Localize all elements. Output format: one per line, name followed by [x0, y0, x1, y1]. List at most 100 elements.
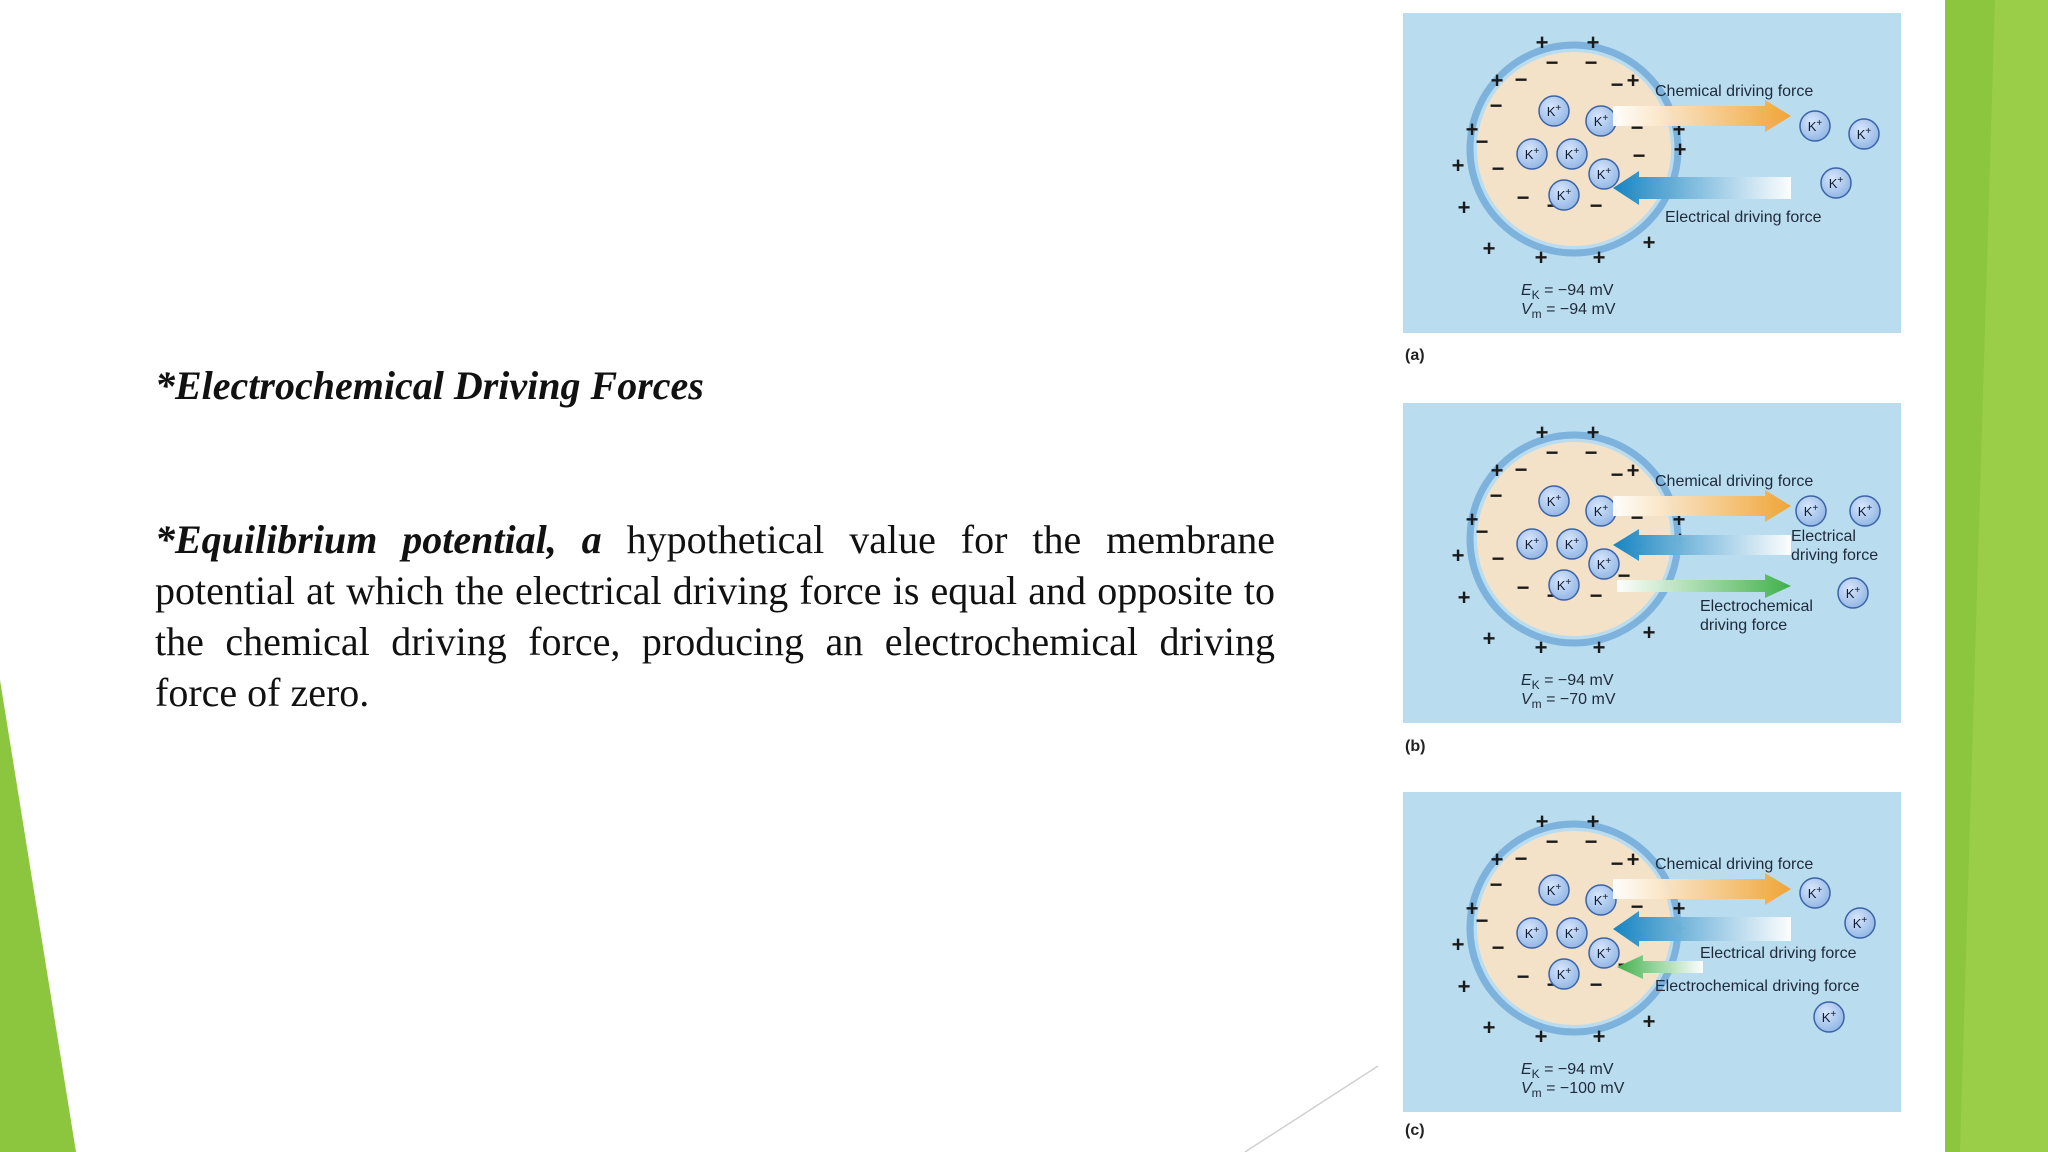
positive-charge-sign: +: [1535, 1024, 1548, 1049]
electrochemical-force-label: Electrochemical: [1700, 598, 1813, 615]
chemical-force-arrow: [1613, 873, 1791, 905]
negative-charge-sign: −: [1590, 193, 1603, 218]
negative-charge-sign: −: [1611, 851, 1624, 876]
right-green-accent-light: [1960, 0, 2048, 1152]
potassium-ion-label: K+: [1557, 187, 1572, 203]
negative-charge-sign: −: [1611, 72, 1624, 97]
potassium-ion-label: K+: [1547, 493, 1562, 509]
negative-charge-sign: −: [1515, 846, 1528, 871]
negative-charge-sign: −: [1490, 93, 1503, 118]
potassium-ion: K+: [1585, 105, 1617, 137]
negative-charge-sign: −: [1515, 67, 1528, 92]
ek-value: EK = −94 mV: [1521, 282, 1614, 302]
potassium-ion-label: K+: [1858, 503, 1873, 519]
potassium-ion: K+: [1538, 95, 1570, 127]
chemical-force-label: Chemical driving force: [1655, 83, 1813, 100]
negative-charge-sign: −: [1585, 50, 1598, 75]
positive-charge-sign: +: [1673, 896, 1686, 921]
potassium-ion-label: K+: [1525, 536, 1540, 552]
potassium-ion: K+: [1516, 917, 1548, 949]
electrical-force-label: Electrical driving force: [1700, 945, 1857, 962]
negative-charge-sign: −: [1633, 143, 1646, 168]
definition-lead: *Equilibrium potential, a: [155, 517, 602, 562]
potassium-ion-label: K+: [1853, 915, 1868, 931]
panel-label-b: (b): [1405, 738, 1426, 755]
positive-charge-sign: +: [1643, 620, 1656, 645]
cell-membrane: [1466, 41, 1682, 257]
potassium-ion-label: K+: [1594, 892, 1609, 908]
positive-charge-sign: +: [1458, 974, 1471, 999]
potassium-ion-label: K+: [1525, 925, 1540, 941]
negative-charge-sign: −: [1517, 964, 1530, 989]
potassium-ion-label: K+: [1594, 113, 1609, 129]
potassium-ion-label: K+: [1829, 175, 1844, 191]
negative-charge-sign: −: [1517, 185, 1530, 210]
positive-charge-sign: +: [1452, 932, 1465, 957]
potassium-ion: K+: [1548, 958, 1580, 990]
positive-charge-sign: +: [1452, 153, 1465, 178]
electrical-force-arrow: [1613, 529, 1791, 561]
vm-value: Vm = −100 mV: [1521, 1080, 1625, 1100]
positive-charge-sign: +: [1466, 117, 1479, 142]
definition-paragraph: *Equilibrium potential, a hypothetical v…: [155, 514, 1275, 718]
potassium-ion: K+: [1585, 884, 1617, 916]
electrical-force-arrow: [1613, 171, 1791, 205]
vm-value: Vm = −94 mV: [1521, 301, 1616, 321]
potassium-ion: K+: [1849, 495, 1881, 527]
positive-charge-sign: +: [1587, 809, 1600, 834]
positive-charge-sign: +: [1458, 195, 1471, 220]
potassium-ion-label: K+: [1597, 556, 1612, 572]
potassium-ion: K+: [1848, 118, 1880, 150]
negative-charge-sign: −: [1490, 483, 1503, 508]
negative-charge-sign: −: [1546, 829, 1559, 854]
potassium-ion-label: K+: [1804, 503, 1819, 519]
negative-charge-sign: −: [1476, 129, 1489, 154]
potassium-ion-label: K+: [1557, 577, 1572, 593]
electrochemical-force-label: Electrochemical driving force: [1655, 978, 1860, 995]
negative-charge-sign: −: [1492, 935, 1505, 960]
negative-charge-sign: −: [1631, 894, 1644, 919]
slide-heading: *Electrochemical Driving Forces: [155, 363, 704, 408]
membrane-diagram-b: −−−−−−−−−−−−−+++++++++++++K+K+K+K+K+K+Ch…: [1403, 403, 1901, 723]
potassium-ion: K+: [1837, 577, 1869, 609]
ek-value: EK = −94 mV: [1521, 672, 1614, 692]
definition-body: hypothetical value for the membrane pote…: [155, 517, 1275, 715]
potassium-ion: K+: [1844, 907, 1876, 939]
potassium-ion: K+: [1516, 528, 1548, 560]
positive-charge-sign: +: [1593, 1024, 1606, 1049]
electrical-force-label-line2: driving force: [1791, 547, 1878, 564]
positive-charge-sign: +: [1535, 635, 1548, 660]
potassium-ion-label: K+: [1597, 166, 1612, 182]
potassium-ion: K+: [1516, 138, 1548, 170]
negative-charge-sign: −: [1590, 583, 1603, 608]
diagram-panel-b: −−−−−−−−−−−−−+++++++++++++K+K+K+K+K+K+Ch…: [1403, 403, 1901, 723]
potassium-ion-label: K+: [1557, 966, 1572, 982]
electrochemical-force-label-line2: driving force: [1700, 617, 1787, 634]
potassium-ion-label: K+: [1808, 118, 1823, 134]
electrochemical-force-arrow: [1617, 955, 1703, 979]
positive-charge-sign: +: [1483, 236, 1496, 261]
potassium-ion: K+: [1585, 495, 1617, 527]
potassium-ion-label: K+: [1846, 585, 1861, 601]
positive-charge-sign: +: [1466, 896, 1479, 921]
negative-charge-sign: −: [1546, 440, 1559, 465]
potassium-ion: K+: [1556, 917, 1588, 949]
membrane-diagram-a: −−−−−−−−−−−−−+++++++++++++K+K+K+K+K+K+Ch…: [1403, 13, 1901, 333]
potassium-ion: K+: [1548, 569, 1580, 601]
potassium-ion-label: K+: [1808, 885, 1823, 901]
positive-charge-sign: +: [1536, 420, 1549, 445]
potassium-ion: K+: [1588, 158, 1620, 190]
positive-charge-sign: +: [1452, 543, 1465, 568]
panel-label-c: (c): [1405, 1122, 1425, 1139]
negative-charge-sign: −: [1492, 156, 1505, 181]
positive-charge-sign: +: [1627, 458, 1640, 483]
positive-charge-sign: +: [1483, 626, 1496, 651]
membrane-diagram-c: −−−−−−−−−−−−−+++++++++++++K+K+K+K+K+K+Ch…: [1403, 792, 1901, 1112]
potassium-ion: K+: [1588, 937, 1620, 969]
positive-charge-sign: +: [1627, 847, 1640, 872]
electrochemical-force-arrow: [1617, 574, 1791, 598]
negative-charge-sign: −: [1585, 829, 1598, 854]
diagram-panel-c: −−−−−−−−−−−−−+++++++++++++K+K+K+K+K+K+Ch…: [1403, 792, 1901, 1112]
potassium-ion: K+: [1799, 877, 1831, 909]
positive-charge-sign: +: [1593, 245, 1606, 270]
